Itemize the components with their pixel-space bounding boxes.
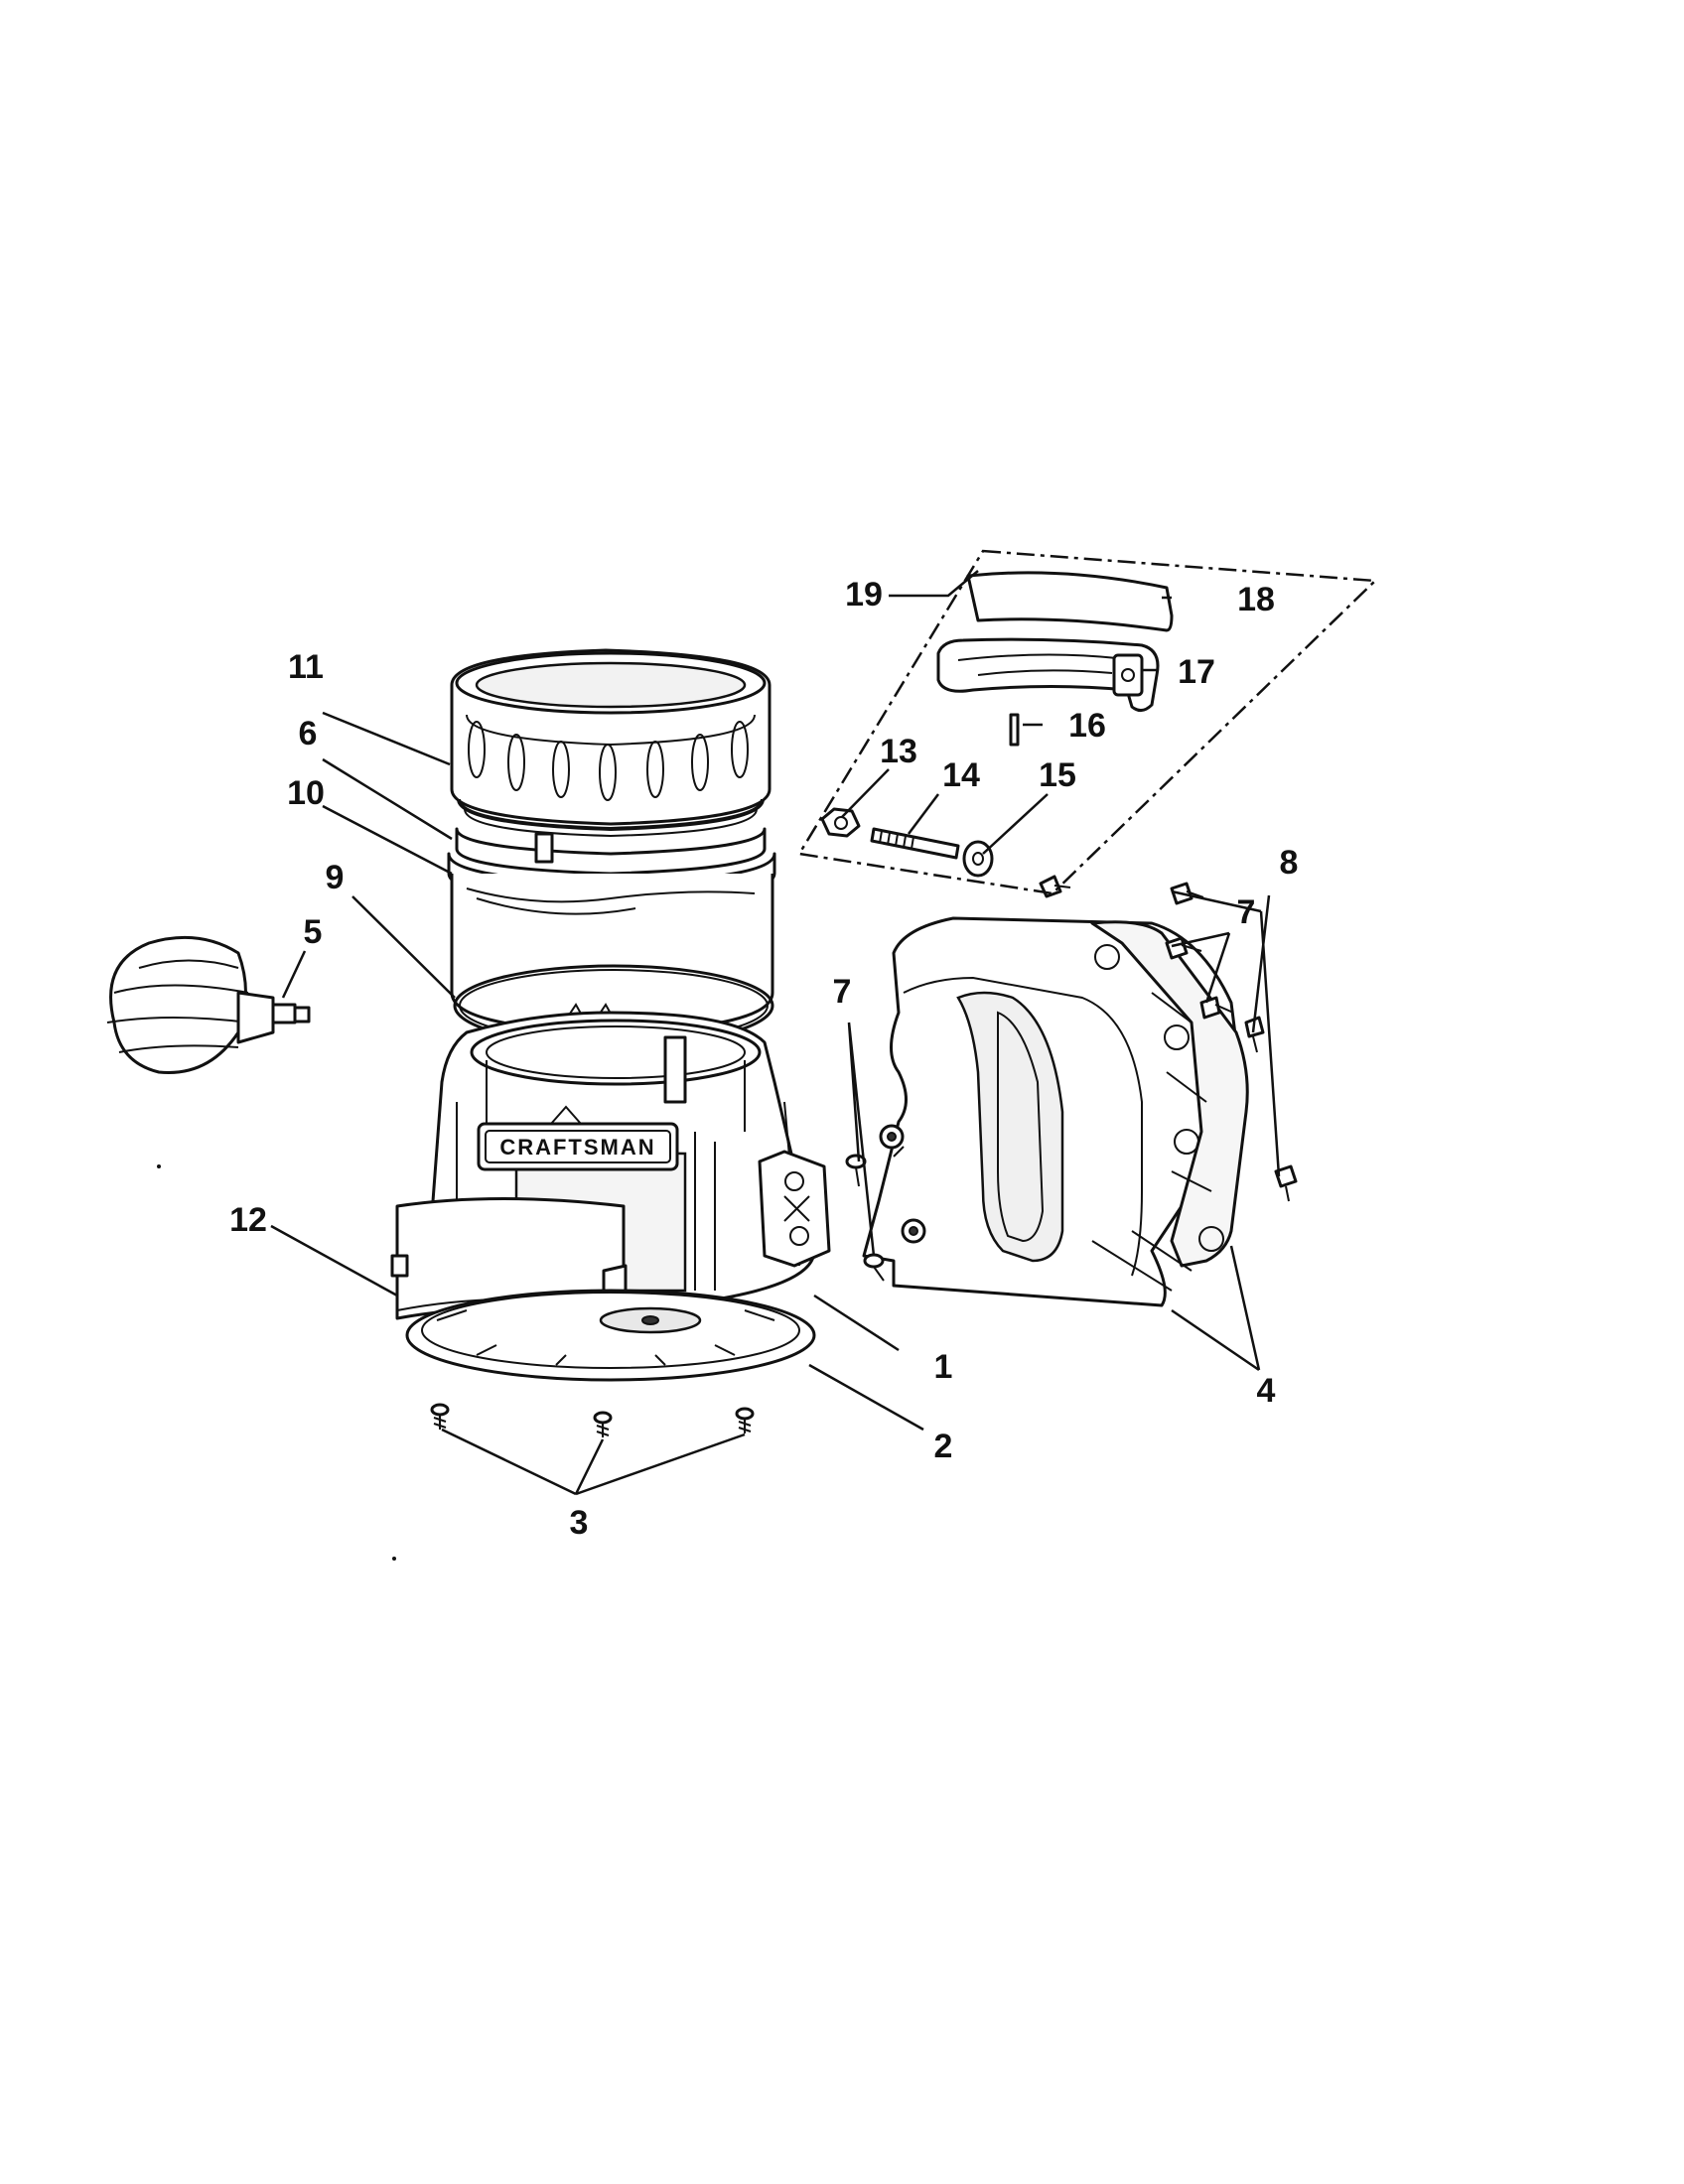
part-11-adjustment-ring bbox=[450, 648, 772, 838]
callout-18: 18 bbox=[1237, 581, 1275, 618]
callout-14: 14 bbox=[942, 756, 980, 794]
part-4-handle bbox=[862, 916, 1249, 1307]
callout-17: 17 bbox=[1178, 653, 1215, 691]
callout-11: 11 bbox=[288, 648, 324, 686]
part-3-base-screws bbox=[430, 1403, 755, 1437]
callout-8: 8 bbox=[1280, 844, 1299, 882]
brand-label: CRAFTSMAN bbox=[499, 1135, 655, 1160]
callout-15: 15 bbox=[1039, 756, 1076, 794]
callout-3: 3 bbox=[570, 1504, 589, 1542]
part-7-screws-left bbox=[845, 1154, 885, 1282]
part-14-shaft bbox=[870, 827, 960, 860]
part-17-switch-lever bbox=[936, 637, 1160, 712]
callout-7-right: 7 bbox=[1237, 893, 1256, 931]
callout-5: 5 bbox=[304, 913, 323, 951]
part-13-nut bbox=[820, 807, 861, 838]
callout-1: 1 bbox=[934, 1348, 953, 1386]
part-10-housing-sleeve bbox=[447, 852, 776, 1045]
part-15-washer bbox=[962, 840, 994, 878]
part-16-pin bbox=[1009, 713, 1020, 747]
part-2-sub-base bbox=[405, 1289, 816, 1382]
part-6-clamp-ring bbox=[455, 827, 767, 876]
part-18-switch-cover bbox=[966, 571, 1174, 632]
callout-10: 10 bbox=[287, 774, 325, 812]
callout-7-left: 7 bbox=[833, 973, 852, 1011]
scan-speck bbox=[157, 1164, 161, 1168]
leader-lines bbox=[270, 570, 1281, 1496]
callout-12: 12 bbox=[229, 1201, 267, 1239]
scan-speck bbox=[392, 1557, 396, 1561]
callout-6: 6 bbox=[299, 715, 318, 752]
callout-labels: 1 2 3 4 5 6 7 7 8 9 10 11 12 13 14 15 16… bbox=[229, 576, 1298, 1542]
callout-9: 9 bbox=[326, 859, 345, 896]
callout-19: 19 bbox=[845, 576, 883, 614]
callout-16: 16 bbox=[1068, 707, 1106, 745]
callout-2: 2 bbox=[934, 1428, 953, 1465]
callout-4: 4 bbox=[1257, 1372, 1276, 1410]
part-5-knob bbox=[106, 935, 311, 1074]
part-19-switch-assembly-outline bbox=[796, 549, 1378, 895]
callout-13: 13 bbox=[880, 733, 917, 770]
